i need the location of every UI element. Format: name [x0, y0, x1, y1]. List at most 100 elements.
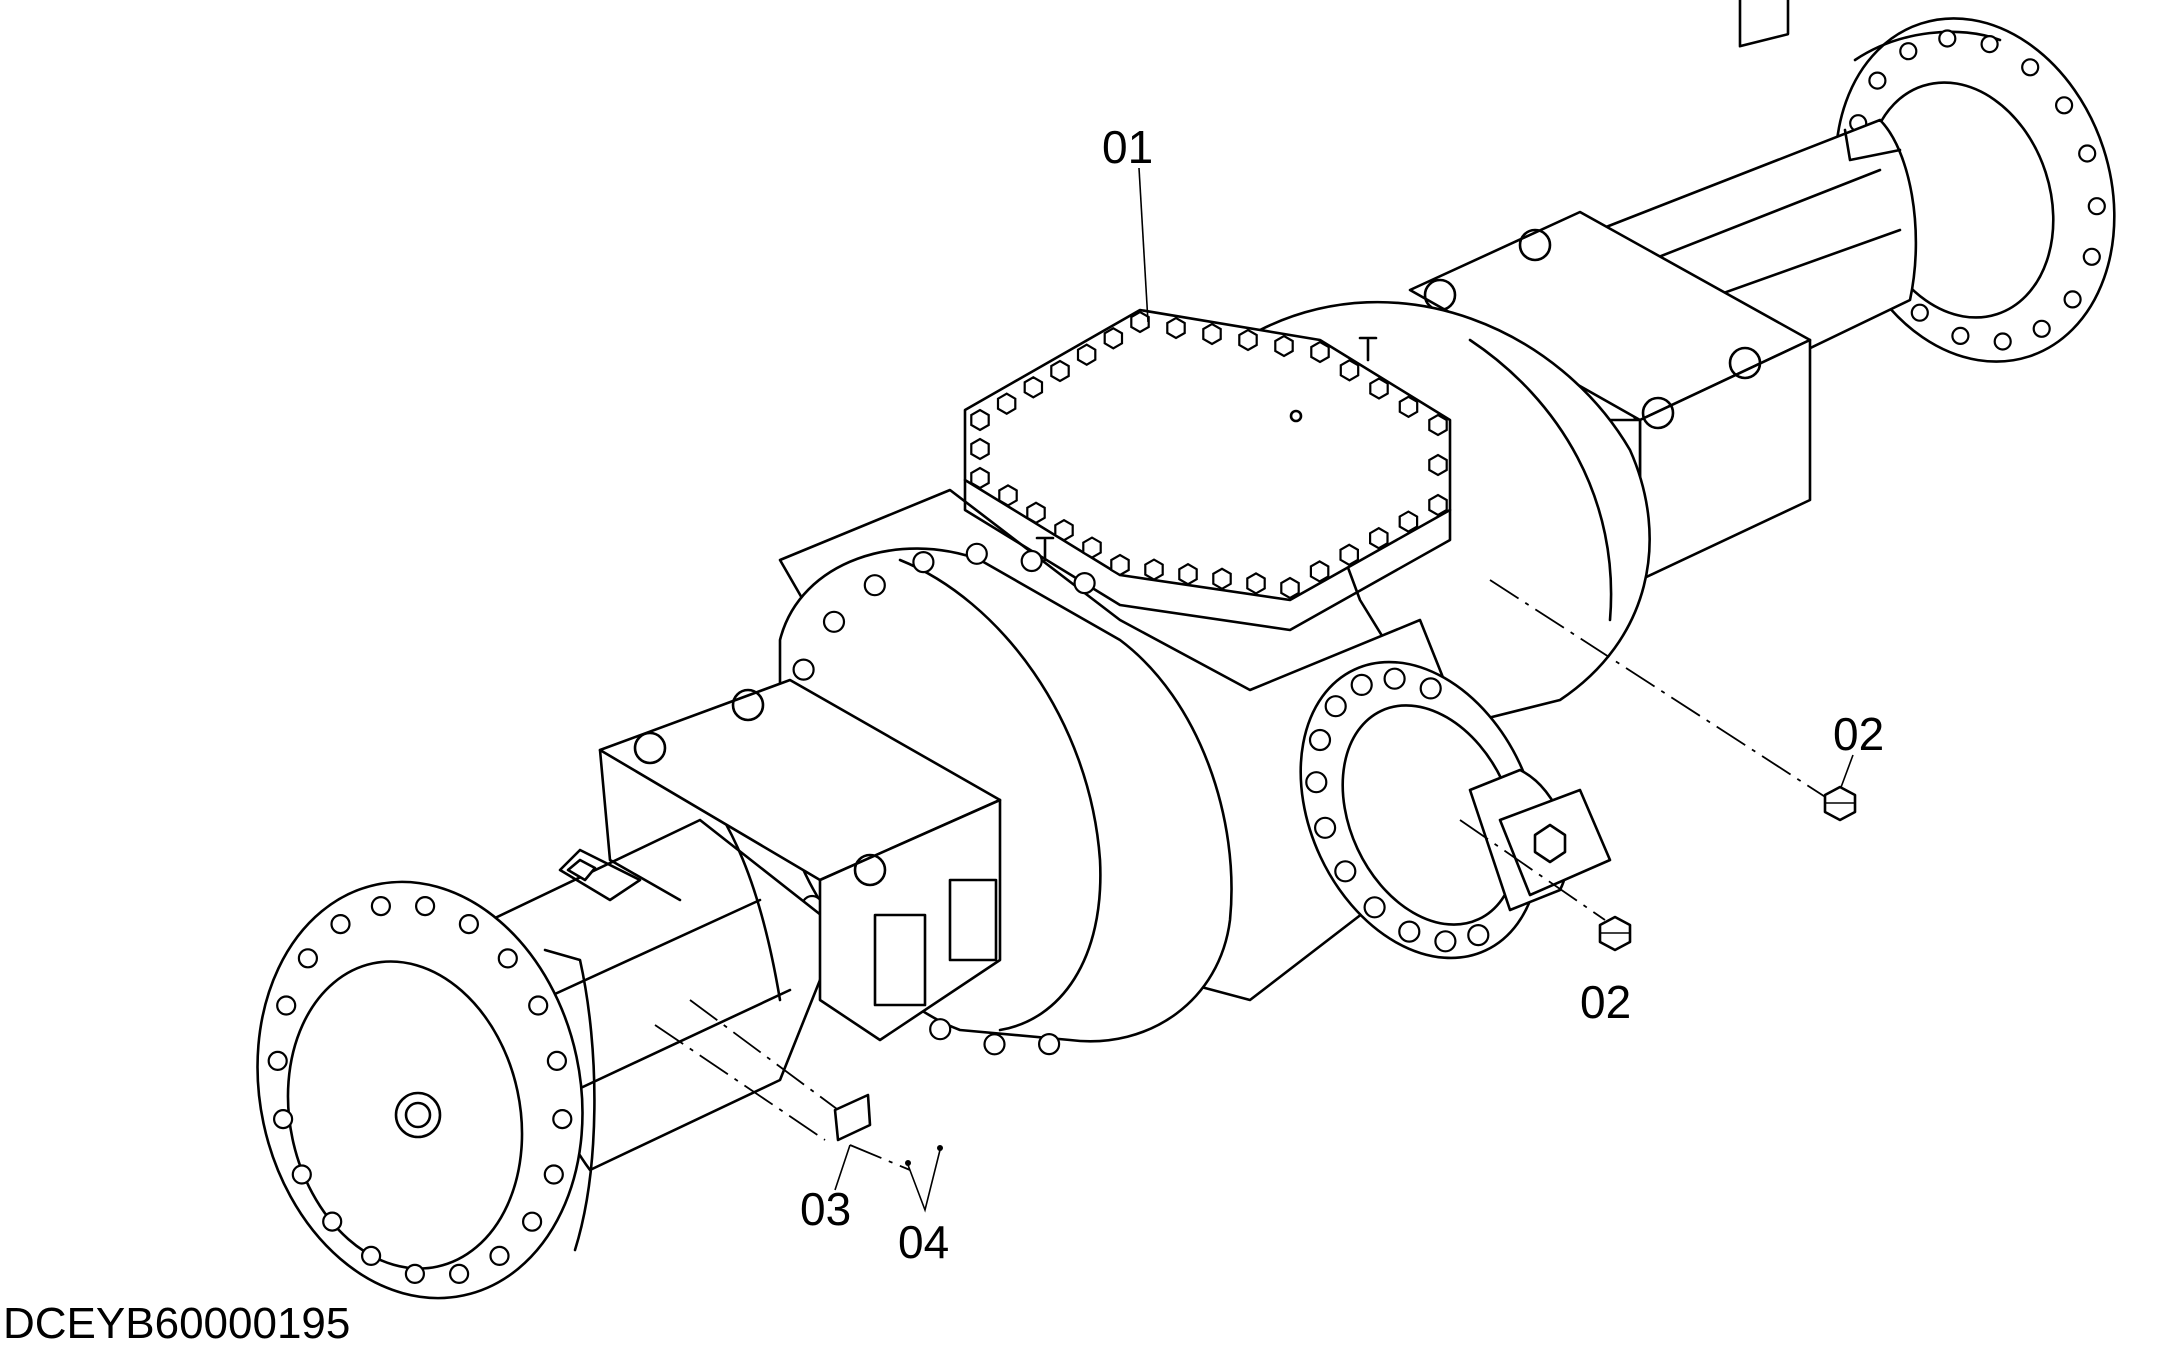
- bolt-hole: [458, 913, 479, 935]
- bolt-hole: [1868, 71, 1887, 90]
- bolt-hole: [1334, 860, 1357, 883]
- cover-bolt: [1369, 377, 1389, 400]
- cover-bolt: [1023, 376, 1044, 399]
- cover-bolt: [1054, 518, 1074, 542]
- callout-03: 03: [800, 1183, 851, 1235]
- cover-bolt: [1110, 553, 1130, 577]
- cover-bolt: [1238, 328, 1258, 352]
- cover-bolt: [970, 466, 990, 490]
- cover-bolt: [1309, 560, 1330, 583]
- bolt-hole: [1980, 34, 1999, 54]
- cover-bolt: [1398, 395, 1419, 419]
- cover-bolt: [1082, 536, 1102, 559]
- bolt-hole: [965, 542, 988, 565]
- cover-bolt: [970, 408, 990, 432]
- bolt-hole: [273, 1108, 294, 1130]
- bolt-hole: [322, 1211, 343, 1232]
- bolt-hole: [521, 1211, 543, 1232]
- bolt-hole: [983, 1033, 1006, 1056]
- left-wheel-flange: [256, 880, 596, 1300]
- bolt-hole: [1899, 42, 1918, 61]
- bolt-hole: [2063, 290, 2082, 309]
- plug-02-right: [1823, 785, 1857, 822]
- bolt-hole: [863, 574, 886, 597]
- pinion-yoke-assembly: [1299, 660, 1612, 960]
- cover-bolt: [1428, 453, 1448, 477]
- tag-plate-03: [833, 1093, 872, 1142]
- bolt-hole: [2021, 58, 2040, 77]
- cover-bolt: [1212, 567, 1232, 591]
- bolt-hole: [2055, 96, 2074, 115]
- cover-bolt: [1144, 558, 1164, 581]
- rivets-04: [905, 1145, 943, 1166]
- cover-bolt: [1076, 343, 1097, 366]
- leader-lines: [654, 167, 1854, 1213]
- cover-bolt: [1274, 334, 1294, 358]
- bolt-hole: [543, 1164, 564, 1185]
- cover-bolt: [1246, 572, 1266, 595]
- bolt-hole: [415, 895, 436, 917]
- bolt-hole: [1383, 667, 1406, 690]
- callout-04: 04: [898, 1216, 949, 1268]
- bolt-hole: [1419, 677, 1442, 700]
- bolt-hole: [361, 1245, 382, 1267]
- cover-bolt: [1130, 310, 1150, 334]
- bolt-hole: [552, 1108, 573, 1130]
- bolt-hole: [276, 995, 297, 1016]
- cover-bolt: [1103, 327, 1124, 350]
- bolt-hole: [489, 1245, 510, 1267]
- bolt-hole: [546, 1050, 568, 1072]
- cover-bolt: [1339, 543, 1360, 567]
- bolt-hole: [1467, 923, 1490, 947]
- left-axle-housing: [468, 678, 1002, 1172]
- bolt-hole: [330, 913, 351, 935]
- bolt-hole: [1350, 673, 1373, 697]
- bolt-hole: [297, 948, 318, 969]
- cover-bolt: [1428, 493, 1448, 517]
- bolt-hole: [2032, 319, 2051, 338]
- cover-bolt: [1339, 359, 1360, 382]
- bolt-hole: [1993, 332, 2012, 351]
- bolt-hole: [1434, 930, 1457, 953]
- bolt-hole: [2078, 144, 2097, 163]
- bolt-hole: [912, 550, 935, 574]
- bolt-hole: [267, 1050, 288, 1072]
- bolt-hole: [792, 658, 815, 681]
- cover-bolt: [1368, 526, 1389, 550]
- bolt-hole: [1037, 1032, 1061, 1056]
- bolt-hole: [404, 1263, 425, 1285]
- bolt-hole: [1398, 920, 1421, 943]
- bolt-hole: [528, 995, 549, 1016]
- bolt-hole: [370, 895, 391, 917]
- callout-02-center: 02: [1580, 976, 1631, 1028]
- cover-bolt: [996, 392, 1017, 415]
- cover-bolt: [1428, 413, 1448, 437]
- bolt-hole: [1305, 771, 1328, 794]
- cover-bolt: [1026, 501, 1046, 525]
- cover-bolt: [970, 437, 990, 461]
- cover-bolt: [1202, 322, 1222, 346]
- cover-bolt: [1166, 316, 1186, 340]
- callout-01: 01: [1102, 121, 1153, 173]
- bolt-hole: [1363, 896, 1386, 919]
- bolt-hole: [1313, 816, 1337, 839]
- bolt-hole: [1910, 303, 1929, 322]
- bolt-hole: [1951, 326, 1970, 345]
- cover-bolt: [998, 484, 1018, 507]
- bolt-hole: [1324, 695, 1347, 718]
- bolt-hole: [822, 610, 846, 633]
- drawing-code: DCEYB60000195: [3, 1299, 350, 1345]
- cover-bolt: [1280, 576, 1300, 600]
- callout-02-right: 02: [1833, 708, 1884, 760]
- plug-02-center: [1598, 915, 1632, 952]
- bolt-hole: [449, 1263, 470, 1285]
- bolt-hole: [929, 1018, 952, 1041]
- bolt-hole: [1073, 571, 1096, 595]
- bolt-hole: [1938, 29, 1957, 48]
- bolt-hole: [291, 1164, 312, 1185]
- bolt-hole: [497, 948, 518, 969]
- bolt-hole: [1308, 728, 1332, 752]
- cover-bolt: [1050, 359, 1070, 383]
- bolt-hole: [2087, 197, 2106, 216]
